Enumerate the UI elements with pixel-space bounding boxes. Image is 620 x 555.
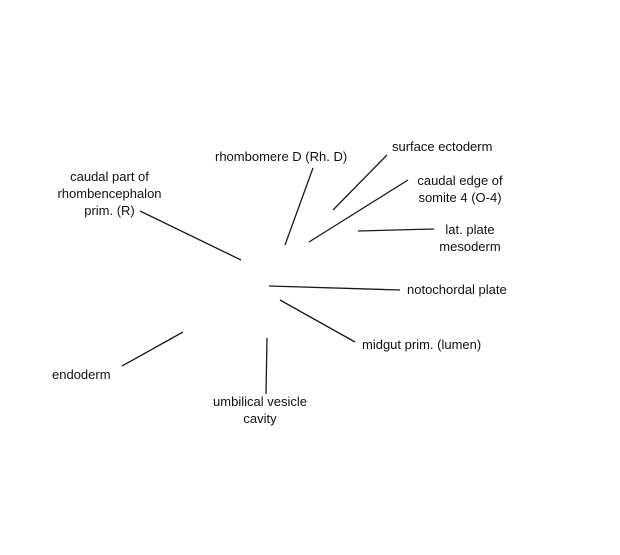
label-line: endoderm [52,367,111,382]
label-midgut-prim: midgut prim. (lumen) [362,336,481,353]
label-line: somite 4 (O-4) [418,190,502,205]
leader-line-endoderm [121,331,184,367]
leader-line-midgut [279,299,356,343]
label-endoderm: endoderm [52,366,111,383]
label-line: surface ectoderm [392,139,493,154]
label-line: cavity [243,411,277,426]
label-line: midgut prim. (lumen) [362,337,482,352]
leader-line-umbilical [265,337,268,395]
label-notochordal-plate: notochordal plate [407,281,507,298]
label-line: rhombomere D (Rh. D) [215,149,348,164]
label-lat-plate-mesoderm: lat. plate mesoderm [428,221,512,255]
leader-line-lat-plate [357,228,435,232]
label-line: umbilical vesicle [213,394,307,409]
leader-line-surface-ectoderm [332,154,388,211]
label-line: caudal edge of [417,173,503,188]
label-line: lat. plate [445,222,495,237]
label-umbilical-vesicle-cavity: umbilical vesicle cavity [200,393,320,427]
leader-line-caudal-part [139,210,242,261]
label-line: prim. (R) [84,203,135,218]
label-line: mesoderm [439,239,501,254]
leader-line-rhombomere-d [284,167,314,246]
label-line: notochordal plate [407,282,507,297]
leader-line-notochordal-plate [268,285,401,291]
label-rhombomere-d: rhombomere D (Rh. D) [215,148,347,165]
label-line: rhombencephalon [57,186,162,201]
label-line: caudal part of [70,169,149,184]
leader-line-caudal-edge [308,179,409,243]
label-caudal-edge-somite: caudal edge of somite 4 (O-4) [407,172,513,206]
label-caudal-part-rhombencephalon: caudal part of rhombencephalon prim. (R) [42,168,177,219]
label-surface-ectoderm: surface ectoderm [392,138,492,155]
